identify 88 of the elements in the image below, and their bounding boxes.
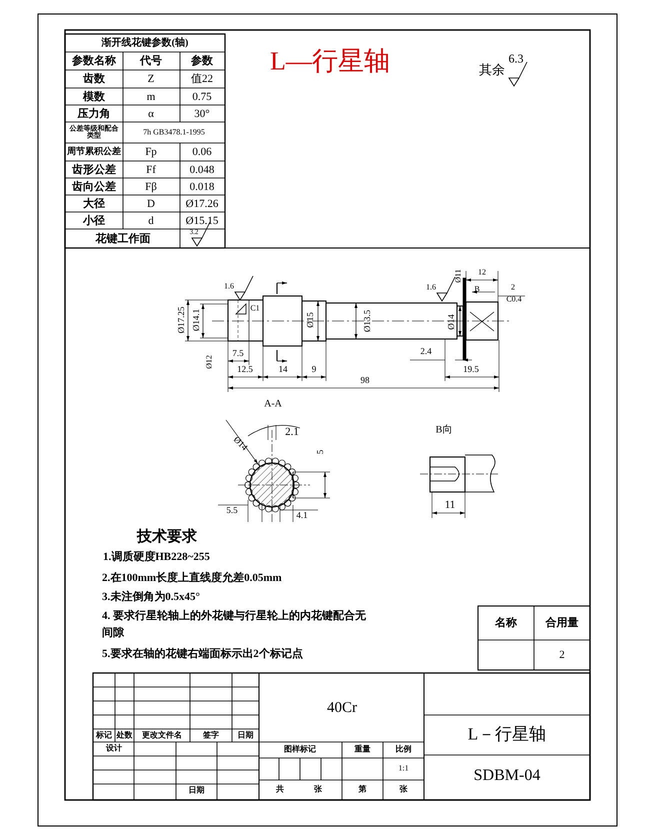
parameter-symbol: Z xyxy=(148,72,154,86)
dimension-text: Ø17.25 xyxy=(177,306,187,334)
column-heading: 名称 xyxy=(495,616,517,630)
title-block-text: 张 xyxy=(400,786,408,794)
parameter-symbol: Ff xyxy=(146,163,156,176)
table-title: 渐开线花键参数(轴) xyxy=(102,38,188,48)
parameter-symbol: d xyxy=(148,214,154,227)
view-label: A-A xyxy=(264,398,282,410)
parameter-value: 7h GB3478.1-1995 xyxy=(143,128,205,137)
column-heading: 参数 xyxy=(191,54,213,68)
parameter-value: Ø15.15 xyxy=(186,214,218,227)
material-text: 40Cr xyxy=(327,700,357,716)
parameter-name: 模数 xyxy=(83,90,105,103)
parameter-name: 小径 xyxy=(83,214,105,227)
parameter-name: 齿数 xyxy=(83,72,105,86)
requirement-text: 1.调质硬度HB228~255 xyxy=(103,550,210,564)
dimension-text: 12 xyxy=(478,268,486,278)
dimension-text: Ø14 xyxy=(231,435,249,453)
parameter-name: 压力角 xyxy=(78,107,110,120)
parameter-value: 值22 xyxy=(191,72,213,86)
parameter-value: 30° xyxy=(194,107,210,120)
parameter-name: 大径 xyxy=(83,197,105,210)
title-block-text: 日期 xyxy=(188,786,204,796)
dimension-text: 5 xyxy=(316,450,326,454)
title-block-text: 日期 xyxy=(238,732,254,740)
title-block-text: 标记 xyxy=(96,732,112,740)
column-heading: 代号 xyxy=(140,54,162,68)
dimension-text: 9 xyxy=(312,365,316,375)
requirement-text: 3.未注倒角为0.5x45° xyxy=(102,590,200,604)
parameter-name: 齿形公差 xyxy=(72,163,116,176)
parameter-value: 0.048 xyxy=(190,163,214,176)
requirement-text: 5.要求在轴的花键右端面标示出2个标记点 xyxy=(102,648,303,660)
dimension-text: Ø13.5 xyxy=(363,310,373,332)
title-block-text: 设计 xyxy=(106,744,122,754)
title-block-text: 比例 xyxy=(396,746,412,754)
roughness-value: 6.3 xyxy=(508,52,524,66)
parameter-symbol: m xyxy=(146,90,156,103)
section-heading: 技术要求 xyxy=(137,528,197,546)
dimension-text: 2.4 xyxy=(420,347,432,357)
roughness-value: 1.6 xyxy=(224,282,234,292)
title-block-text: 签字 xyxy=(203,732,219,740)
dimension-text: Ø12 xyxy=(206,355,214,369)
parameter-symbol: Fp xyxy=(145,146,157,158)
dimension-text: 4.1 xyxy=(296,511,308,521)
dimension-text: 11 xyxy=(444,498,456,512)
drawing-title: L－行星轴 xyxy=(468,726,546,744)
parameter-name: 周节累积公差 xyxy=(67,147,121,157)
view-label: B向 xyxy=(436,424,452,436)
note-text: 其余 xyxy=(479,62,505,78)
parameter-value: 0.06 xyxy=(192,146,212,158)
dimension-text: 7.5 xyxy=(232,349,244,359)
requirement-text: 2.在100mm长度上直线度允差0.05mm xyxy=(102,572,282,584)
dimension-text: 5.5 xyxy=(226,506,238,516)
dimension-text: C0.4 xyxy=(506,296,522,304)
parameter-symbol: D xyxy=(147,197,155,210)
title-block-text: 处数 xyxy=(116,732,132,740)
dimension-text: Ø15 xyxy=(306,312,316,328)
title-block-text: 张 xyxy=(314,786,322,794)
parameter-value: Ø17.26 xyxy=(186,197,218,210)
drawing-number: SDBM-04 xyxy=(474,767,540,785)
scale-text: 1:1 xyxy=(398,764,409,774)
dimension-text: 2.1 xyxy=(285,426,299,438)
dimension-text: 98 xyxy=(360,376,370,386)
column-heading: 合用量 xyxy=(546,616,578,630)
dimension-text: C1 xyxy=(250,304,260,314)
dimension-text: 2 xyxy=(511,284,515,292)
parameter-value: 0.018 xyxy=(190,180,214,193)
dimension-text: Ø14.1 xyxy=(192,308,202,332)
title-block-text: 重量 xyxy=(354,746,370,754)
quantity-text: 2 xyxy=(559,648,565,662)
parameter-symbol: α xyxy=(148,107,154,120)
dimension-text: Ø11 xyxy=(454,269,464,283)
title-block-text: 图样标记 xyxy=(284,746,316,754)
dimension-text: 12.5 xyxy=(237,365,253,375)
roughness-value: 1.6 xyxy=(426,284,436,292)
title-block-text: 第 xyxy=(358,786,366,794)
requirement-text: 4. 要求行星轮轴上的外花键与行星轮上的内花键配合无间隙 xyxy=(102,608,367,641)
dimension-text: 14 xyxy=(278,365,288,375)
parameter-symbol: Fβ xyxy=(145,180,157,193)
annotation-text: L—行星轴 xyxy=(270,48,390,76)
title-block-text: 共 xyxy=(276,786,284,794)
parameter-name: 花键工作面 xyxy=(96,232,150,245)
column-heading: 参数名称 xyxy=(72,54,116,68)
parameter-value: 0.75 xyxy=(192,90,212,103)
title-block-text: 更改文件名 xyxy=(142,732,182,740)
dimension-text: Ø14 xyxy=(447,314,457,330)
parameter-name: 齿向公差 xyxy=(72,180,116,193)
dimension-text: 19.5 xyxy=(463,365,479,375)
